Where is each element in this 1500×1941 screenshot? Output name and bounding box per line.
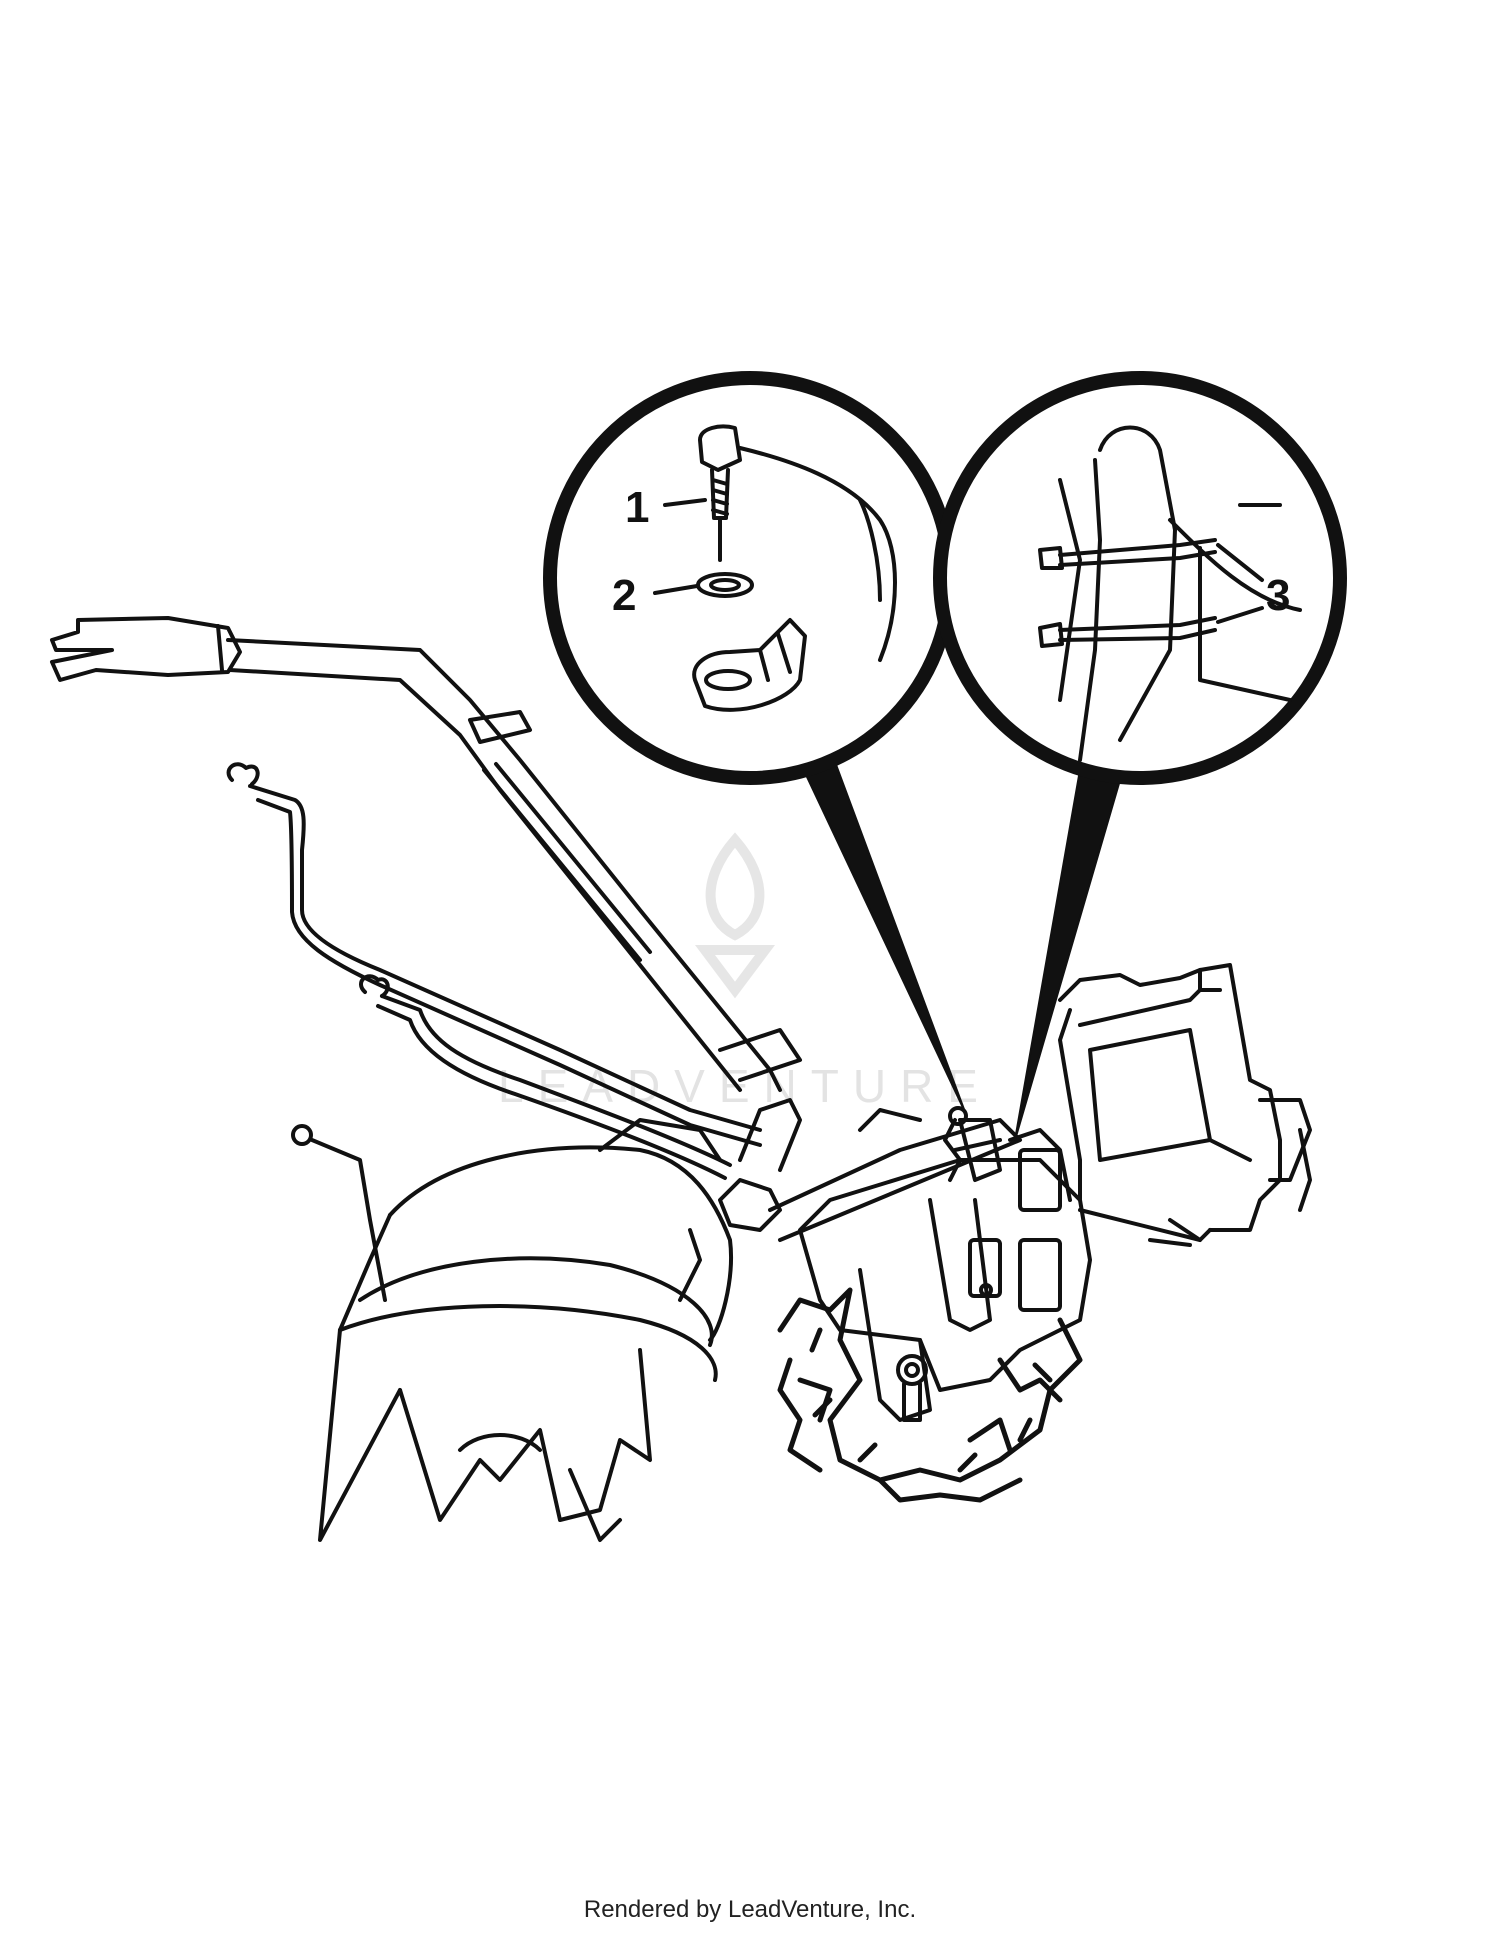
- leader-line-2: [653, 584, 699, 595]
- flame-logo-icon: [695, 832, 775, 999]
- frame-bar: [718, 1098, 1022, 1242]
- leader-line-3b: [1216, 606, 1264, 624]
- control-lever-lower: [291, 1124, 387, 1302]
- detail-circle-cable-ties: 3: [933, 371, 1347, 785]
- handlebar: [50, 616, 802, 1092]
- callout-2[interactable]: 2: [612, 571, 636, 620]
- mount-bracket: [692, 518, 807, 712]
- cable-tie-upper[interactable]: [1038, 538, 1217, 570]
- callout-1[interactable]: 1: [625, 483, 649, 532]
- watermark-text: LEADVENTURE: [498, 1060, 992, 1112]
- control-lever-middle: [359, 974, 732, 1180]
- tiller-drawing: [50, 616, 1312, 1542]
- leader-line-1: [663, 498, 707, 507]
- detail-circle-bolt: 1 2: [543, 371, 957, 785]
- leader-line-3a: [1216, 543, 1264, 582]
- cable-tie-lower[interactable]: [1038, 616, 1217, 648]
- handle-tube: [1058, 425, 1302, 762]
- control-cable: [943, 1118, 962, 1182]
- tine-shield: [318, 1118, 733, 1542]
- footer-credit: Rendered by LeadVenture, Inc.: [583, 1896, 917, 1923]
- engine: [1058, 963, 1312, 1247]
- callout-3[interactable]: 3: [1266, 571, 1290, 620]
- transmission-housing: [798, 1106, 1092, 1422]
- tines[interactable]: [777, 1287, 1083, 1503]
